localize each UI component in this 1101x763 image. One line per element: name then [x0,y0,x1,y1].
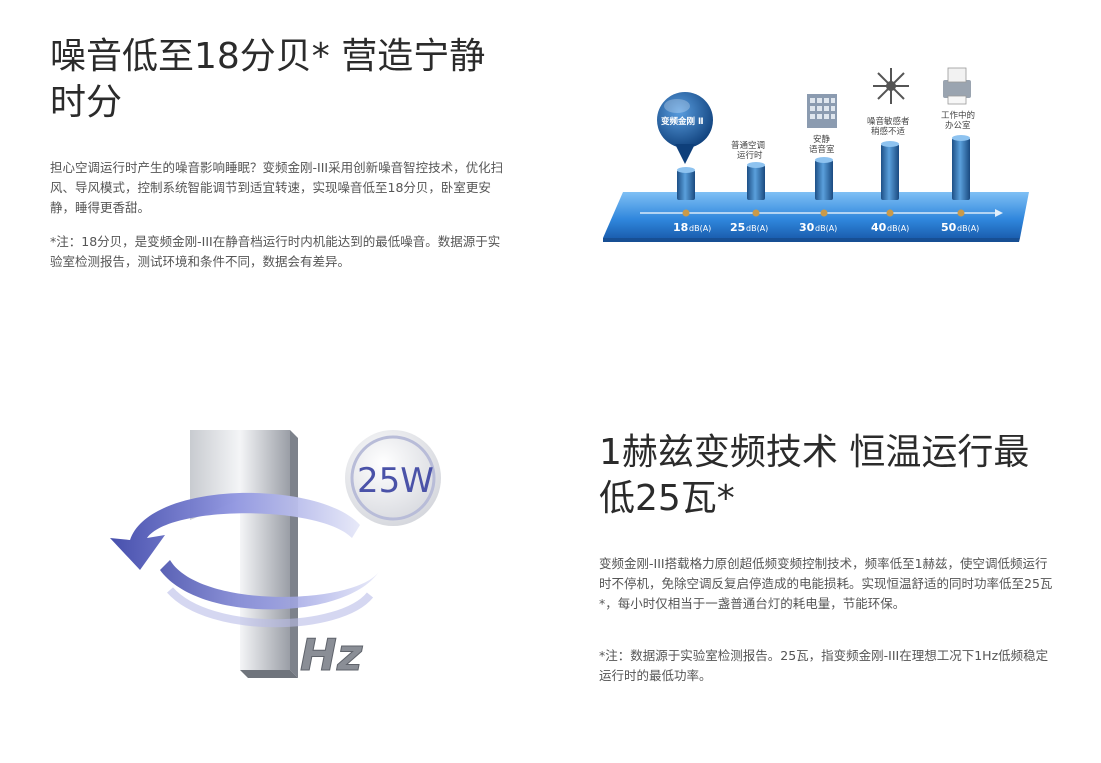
power-badge: 25W [345,430,441,526]
db-unit-25: dB(A) [746,224,768,233]
db-unit-30: dB(A) [815,224,837,233]
db-value-30: 30 [799,221,815,234]
hz-title-line1: 1赫兹变频技术 恒温运行最 [599,432,1030,473]
rotation-arrow-icon [110,492,380,628]
hz-section-title: 1赫兹变频技术 恒温运行最 低25瓦* [599,430,1059,522]
db-unit-40: dB(A) [887,224,909,233]
column-label-40-line1: 噪音敏感者 [867,116,910,127]
db-value-25: 25 [730,221,745,234]
noise-section-note: *注：18分贝，是变频金刚-III在静音档运行时内机能达到的最低噪音。数据源于实… [50,234,501,269]
noise-column-50: 工作中的 办公室 50 dB(A) [941,67,979,234]
column-label-30-line1: 安静 [813,134,831,145]
db-value-40: 40 [871,221,887,234]
column-label-40-line2: 稍感不适 [871,126,906,137]
one-hz-illustration: Hz 25W [110,430,441,682]
noise-title-line1: 噪音低至18分贝* 营造宁静 [50,36,486,77]
db-value-18: 18 [673,221,688,234]
noise-column-18: 18 dB(A) [673,167,711,234]
noise-column-25: 普通空调 运行时 25 dB(A) [730,140,768,234]
column-label-25-line2: 运行时 [737,150,763,161]
badge-label: 变频金刚 Ⅱ [661,116,704,127]
noise-column-30: 安静 语音室 30 dB(A) [799,94,837,234]
noise-section-body: 担心空调运行时产生的噪音影响睡眠？变频金刚-III采用创新噪音智控技术，优化扫风… [50,160,504,215]
column-label-50-line1: 工作中的 [941,110,975,121]
noise-section-title: 噪音低至18分贝* 营造宁静 时分 [50,34,510,126]
db-value-50: 50 [941,221,957,234]
platform-shape [603,192,1029,238]
hz-title-line2: 低25瓦* [599,478,735,519]
noise-comparison-illustration: 18 dB(A) 普通空调 运行时 25 dB(A) 安静 语音室 30 dB(… [603,67,1029,242]
hz-section-note: *注：数据源于实验室检测报告。25瓦，指变频金刚-III在理想工况下1Hz低频稳… [599,648,1049,683]
column-label-50-line2: 办公室 [945,120,971,131]
column-label-30-line2: 语音室 [809,144,835,155]
power-badge-label: 25W [357,461,434,501]
badge-pin-icon: 变频金刚 Ⅱ [657,92,713,164]
hz-section-body: 变频金刚-III搭载格力原创超低频变频控制技术，频率低至1赫兹，使空调低频运行时… [599,556,1053,611]
building-icon [807,94,837,128]
db-unit-50: dB(A) [957,224,979,233]
numeral-one-shape [190,430,298,678]
column-label-25-line1: 普通空调 [731,140,765,151]
db-unit-18: dB(A) [689,224,711,233]
noise-title-line2: 时分 [50,82,123,123]
noise-column-40: 噪音敏感者 稍感不适 40 dB(A) [867,68,910,234]
printer-icon [943,67,971,105]
platform-edge [603,238,1020,242]
hz-unit-label: Hz [300,630,363,681]
noise-burst-icon [873,68,909,104]
